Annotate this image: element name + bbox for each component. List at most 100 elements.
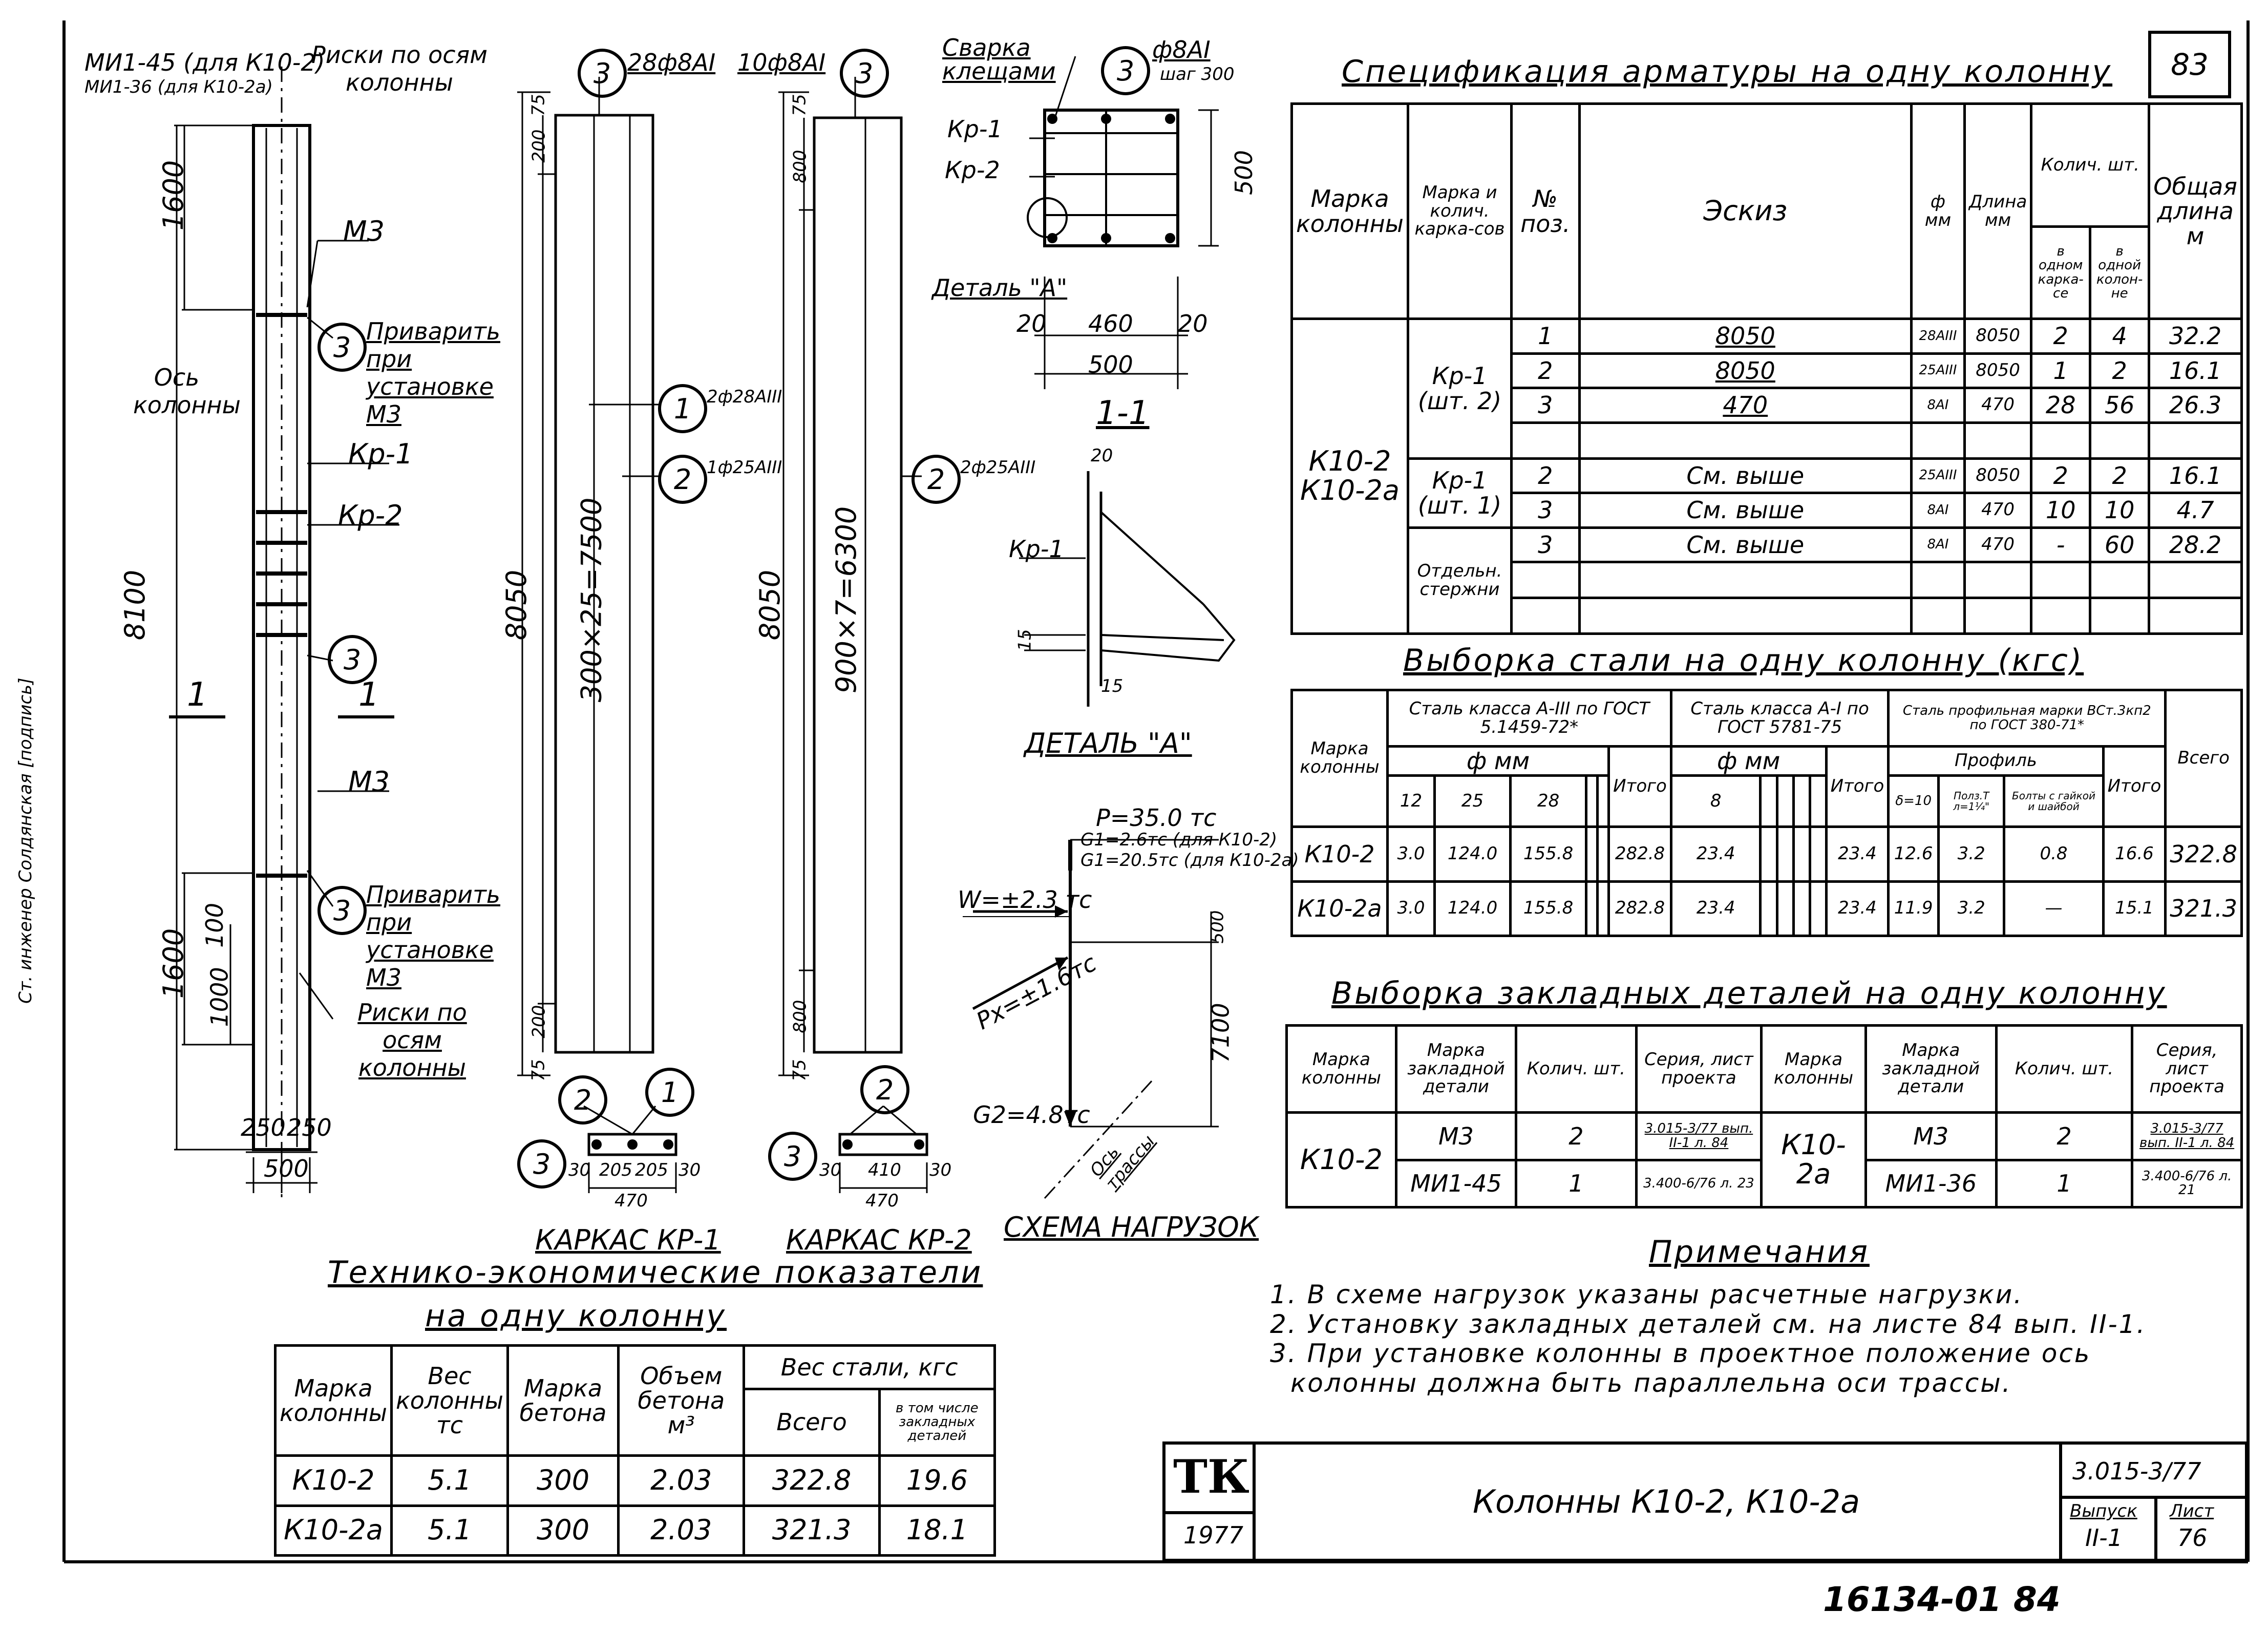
kr1-dim-75-bottom: 75 [528, 1059, 549, 1081]
embed-h-series: Серия, лист проекта [1635, 1024, 1763, 1114]
embed-right-series: 3.400-6/76 л. 21 [2131, 1158, 2243, 1208]
steel-cell: 155.8 [1509, 825, 1588, 883]
embed-right-part: МИ1-36 [1864, 1158, 1998, 1208]
kr2-sec-dim-470: 470 [865, 1191, 899, 1211]
kr1-sec-dim-30a: 30 [568, 1160, 591, 1180]
spec-h-mark: Марка колонны [1290, 102, 1409, 320]
spec-dia: 28АIII [1910, 317, 1966, 355]
spec-q1: 28 [2030, 387, 2092, 424]
steel-cell: 322.8 [2164, 825, 2243, 883]
archive-code: 16134-01 84 [1823, 1580, 2061, 1619]
embed-right-qty: 2 [1995, 1111, 2134, 1161]
steel-h-total-a1: Итого [1825, 745, 1890, 829]
tech-h-incl: в том числе закладных деталей [878, 1388, 997, 1457]
embed-left-series: 3.015-3/77 вып. II-1 л. 84 [1635, 1111, 1763, 1161]
spec-h-qty: Колич. шт. [2030, 102, 2151, 228]
steel-cell: 15.1 [2102, 880, 2167, 938]
embed-left-series: 3.400-6/76 л. 23 [1635, 1158, 1763, 1208]
kr1-callout-1: 1 [658, 384, 707, 433]
load-p: P=35.0 тс [1096, 804, 1217, 832]
embed-left-qty: 2 [1515, 1111, 1638, 1161]
spec-h-total: Общая длина м [2148, 102, 2243, 320]
detail-dim-20: 20 [1091, 446, 1113, 466]
notes-list: 1. В схеме нагрузок указаны расчетные на… [1270, 1280, 2146, 1398]
detail-a-reference: Деталь "А" [932, 274, 1068, 302]
embed-h-mark: Марка колонны [1285, 1024, 1397, 1114]
steel-cell: 23.4 [1825, 825, 1890, 883]
spec-total: 28.2 [2148, 526, 2243, 563]
load-g2: G2=4.8тс [973, 1101, 1090, 1129]
steel-h-col [1759, 774, 1778, 829]
spec-q2: 60 [2089, 526, 2151, 563]
kr1-sec-dim-30b: 30 [679, 1160, 701, 1180]
kr1-dim-spacing: 300×25=7500 [575, 497, 608, 703]
kr2-sec-dim-30a: 30 [819, 1160, 842, 1180]
embed-note-k10-2: МИ1-45 (для К10-2) [84, 49, 325, 76]
tech-h-mark: Марка колонны [274, 1344, 393, 1457]
spec-h-dia: ф мм [1910, 102, 1966, 320]
spec-h-cage: Марка и колич. карка-сов [1406, 102, 1513, 320]
load-w: W=±2.3 тс [958, 886, 1092, 914]
weld-clamps-label: Сварка клещами [942, 34, 1056, 85]
spec-total: 32.2 [2148, 317, 2243, 355]
spec-pos: 2 [1510, 457, 1581, 494]
steel-h-a3: Сталь класса А-III по ГОСТ 5.1459-72* [1386, 689, 1672, 748]
kr1-label: Кр-1 [348, 438, 413, 470]
section-kr2-label: Кр-2 [945, 156, 1000, 184]
steel-cell: 3.0 [1386, 825, 1436, 883]
steel-cell: 124.0 [1433, 825, 1512, 883]
spec-h-qty-col: в одной колон-не [2089, 225, 2151, 320]
spec-column-mark: К10-2 К10-2а [1290, 317, 1409, 635]
load-dim-500: 500 [1207, 910, 1228, 944]
kr2-callout-2: 2 [912, 455, 961, 504]
steel-h-total-prof: Итого [2102, 745, 2167, 829]
title-block: ТК 1977 Колонны К10-2, К10-2а 3.015-3/77… [1162, 1441, 2248, 1562]
dim-100: 100 [200, 903, 228, 948]
weld-note-top: Приварить при установке М3 [366, 317, 500, 428]
tech-row-volume: 2.03 [617, 1454, 746, 1507]
kr2-dim-8050: 8050 [754, 569, 787, 641]
tech-row-incl: 19.6 [878, 1454, 997, 1507]
spec-pos: 3 [1510, 526, 1581, 563]
steel-cell: 3.2 [1937, 880, 2006, 938]
steel-h-col: Полз.Т л=1¼" [1937, 774, 2006, 829]
tech-row-incl: 18.1 [878, 1504, 997, 1557]
steel-cell: — [2003, 880, 2105, 938]
spec-sketch: См. выше [1578, 526, 1913, 563]
section-mark-1-right: 1 [358, 676, 379, 714]
steel-h-col: 8 [1669, 774, 1762, 829]
title-sheet: 76 [2177, 1524, 2208, 1552]
steel-cell: 3.0 [1386, 880, 1436, 938]
spec-len: 8050 [1963, 352, 2033, 389]
kr2-dim-75-bottom: 75 [789, 1059, 810, 1081]
spec-pos: 3 [1510, 492, 1581, 529]
load-scheme-caption: СХЕМА НАГРУЗОК [1004, 1211, 1259, 1243]
steel-cell: 12.6 [1887, 825, 1940, 883]
steel-h-col [1775, 774, 1795, 829]
dim-500: 500 [264, 1155, 309, 1182]
steel-cell: 282.8 [1607, 880, 1672, 938]
steel-cell: 23.4 [1669, 880, 1762, 938]
load-g1-k10-2: G1=2.6тс (для К10-2) [1080, 830, 1278, 850]
kr1-dim-8050: 8050 [500, 569, 533, 641]
tech-row-concrete: 300 [506, 1504, 620, 1557]
embed-right-part: М3 [1864, 1111, 1998, 1161]
detail-dim-15-left: 15 [1014, 629, 1035, 651]
tech-table-title-2: на одну колонну [425, 1298, 727, 1334]
title-code: 3.015-3/77 [2072, 1457, 2201, 1485]
tech-table-title-1: Технико-экономические показатели [328, 1255, 983, 1290]
detail-a-caption: ДЕТАЛЬ "А" [1024, 727, 1192, 759]
title-code-cell: 3.015-3/77 Выпуск II-1 Лист 76 [2059, 1445, 2248, 1559]
kr1-section-2: 2 [558, 1075, 607, 1125]
kr1-dim-75-top: 75 [528, 94, 549, 116]
steel-h-col: Болты с гайкой и шайбой [2003, 774, 2105, 829]
section-dim-500-side: 500 [1230, 150, 1258, 195]
steel-cell: 3.2 [1937, 825, 2006, 883]
page-number: 83 [2148, 31, 2231, 98]
section-dim-20-right: 20 [1178, 310, 1208, 337]
section-mark-1-left: 1 [187, 676, 208, 714]
kr2-callout-2-label: 2ф25АIII [960, 457, 1036, 478]
spec-len: 8050 [1963, 317, 2033, 355]
axis-risks-top-label: Риски по осям колонны [311, 41, 487, 96]
